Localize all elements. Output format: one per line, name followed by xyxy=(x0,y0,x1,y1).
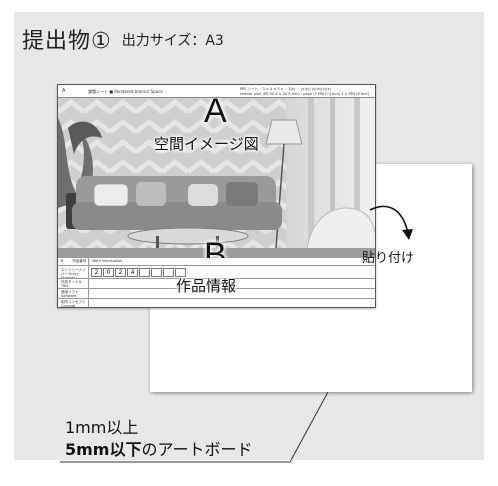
cushion xyxy=(136,182,166,206)
artboard-note-max-bold: 5mm以下 xyxy=(65,440,142,459)
sofa-seat xyxy=(72,202,282,230)
interior-image: A 空間イメージ図 B xyxy=(58,98,375,258)
armchair xyxy=(305,207,375,258)
page-title: 提出物① 出力サイズ：A3 xyxy=(22,23,224,55)
section-b-label: 作品情報 xyxy=(176,277,237,295)
coffee-table-leg xyxy=(156,236,159,258)
concept-row-label: 制作コンセプト Concept xyxy=(61,300,86,308)
cushion xyxy=(188,184,218,206)
info-column-divider xyxy=(88,258,89,307)
curtain-fold xyxy=(308,98,314,258)
entry-digit: 4 xyxy=(127,268,138,277)
info-row-divider xyxy=(58,298,375,299)
entry-digit xyxy=(151,268,162,277)
info-row-divider xyxy=(58,288,375,289)
header-notes: PPS シート ・3 × 4 × 3 × ・3(x) ・ (x)(x) (x)(… xyxy=(240,87,369,97)
artboard-note-min: 1mm以上 xyxy=(65,418,139,437)
info-header: B 作品番号 ・ Work information xyxy=(61,259,123,263)
output-size-label: 出力サイズ：A3 xyxy=(121,33,224,49)
paste-arrow-icon xyxy=(369,205,409,235)
header-note-1: PPS シート ・3 × 4 × 3 × ・3(x) ・ (x)(x) (x)(… xyxy=(239,87,331,91)
entry-digit xyxy=(139,268,150,277)
callout-line xyxy=(60,391,329,463)
sheet-header: A 課題シート ■ Rendered Interior Space PPS シー… xyxy=(58,85,375,98)
info-row-divider xyxy=(58,278,375,279)
title-main: 提出物① xyxy=(22,29,112,54)
artboard-note-max: 5mm以下のアートボード xyxy=(65,436,253,460)
info-row-divider xyxy=(58,265,375,266)
living-room-illustration xyxy=(58,98,375,258)
paste-label: 貼り付け xyxy=(362,251,415,266)
section-a-label: 空間イメージ図 xyxy=(154,135,259,153)
header-title: 課題シート ■ Rendered Interior Space xyxy=(88,89,163,94)
coffee-table-leg xyxy=(216,236,219,258)
arrow-head-icon xyxy=(402,229,413,240)
entry-digit xyxy=(175,268,186,277)
curtain-fold xyxy=(330,98,335,258)
floor-lamp-stand xyxy=(275,143,285,249)
section-a-letter: A xyxy=(204,98,227,130)
header-note-2: Interior plan (PD 50.4 × 40.0 mm) : page… xyxy=(239,92,369,96)
plant-leaves xyxy=(68,121,102,154)
header-section-a: A xyxy=(62,88,66,94)
artboard-note-rest: のアートボード xyxy=(141,440,253,459)
entry-digit xyxy=(163,268,174,277)
work-info-table: B 作品番号 ・ Work information エントリーナンバー Entr… xyxy=(58,258,375,308)
software-row-label: 使用ソフト Software xyxy=(61,290,79,298)
curtain-fold xyxy=(354,98,360,258)
section-b-letter: B xyxy=(204,236,227,258)
floor-lamp-shade xyxy=(265,119,303,145)
floor xyxy=(58,248,375,258)
cushion xyxy=(93,183,129,207)
submission-sheet: A 課題シート ■ Rendered Interior Space PPS シー… xyxy=(57,84,376,308)
entry-digit: 2 xyxy=(115,268,126,277)
entry-digit: 0 xyxy=(103,268,114,277)
title-row-label: 作品タイトル Title xyxy=(61,280,82,288)
cushion xyxy=(226,182,258,206)
entry-digit: 2 xyxy=(91,268,102,277)
